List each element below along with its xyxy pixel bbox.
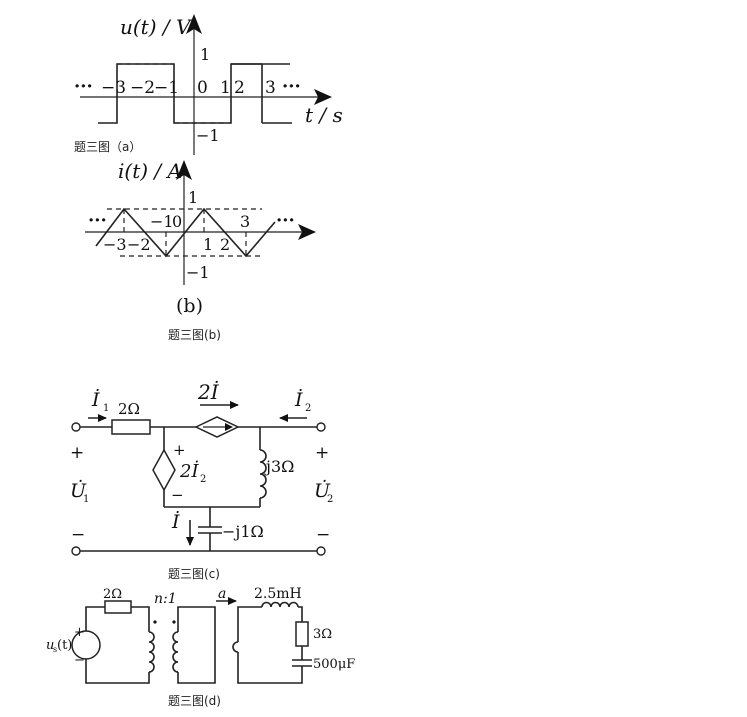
a-level-low: −1 <box>196 126 220 145</box>
d-voltage-source <box>71 630 101 660</box>
figure-d: 2Ω n:1 a 2.5mH 3Ω 500μF + − u s (t) 题三图(… <box>46 586 355 708</box>
c-plus-left: + <box>70 443 84 463</box>
c-ccvs-minus: − <box>171 486 184 504</box>
c-terminal-bottom-left <box>71 546 81 556</box>
d-source-plus: + <box>74 625 85 640</box>
d-label-source-arg: (t) <box>57 638 72 653</box>
d-dot-secondary <box>172 620 176 624</box>
d-dot-primary <box>153 620 157 624</box>
c-minus-left: − <box>71 525 85 545</box>
b-tick-2: 2 <box>220 235 230 254</box>
c-inductor <box>259 449 267 499</box>
a-tick-0: 0 <box>197 78 208 98</box>
a-tick-3: 3 <box>265 78 276 98</box>
d-label-inductor: 2.5mH <box>254 586 302 602</box>
c-label-i1: İ <box>91 388 100 411</box>
c-plus-right: + <box>315 443 329 463</box>
d-caption: 题三图(d) <box>168 694 221 708</box>
d-label-ratio: n:1 <box>154 591 177 607</box>
d-coupling-coil <box>232 641 239 653</box>
c-caption: 题三图(c) <box>168 567 220 581</box>
c-label-u1-sub: 1 <box>83 494 89 505</box>
d-resistor-2ohm <box>104 600 132 614</box>
b-tick-1: 1 <box>203 235 213 254</box>
d-primary-coil <box>148 631 155 673</box>
d-label-source: u <box>46 638 54 653</box>
b-tick-neg3: −3 <box>103 235 127 254</box>
b-tick-3: 3 <box>240 212 250 231</box>
d-wire-load-top-right <box>298 606 303 622</box>
d-inductor-2.5mh <box>261 601 299 608</box>
c-label-i1-sub: 1 <box>103 403 109 414</box>
c-label-inductor: j3Ω <box>264 457 294 476</box>
b-x-axis-arrow <box>298 224 316 240</box>
c-label-u1: U̇ <box>70 480 87 502</box>
c-ccvs-diamond <box>152 448 176 492</box>
c-label-u2-sub: 2 <box>327 494 333 505</box>
a-tick-1: 1 <box>220 78 231 98</box>
d-wire-load-bottom <box>237 652 303 684</box>
a-y-axis-arrow <box>186 14 202 34</box>
b-tick-0: 0 <box>172 212 182 231</box>
a-ellipsis-left: ··· <box>74 76 93 97</box>
figure-a: u(t) / V t / s ··· ··· −3 −2 −1 0 1 2 3 … <box>74 14 343 155</box>
b-tick-neg2: −2 <box>127 235 151 254</box>
a-tick-neg3: −3 <box>101 78 126 98</box>
d-label-a: a <box>218 586 226 602</box>
d-label-capacitor: 500μF <box>313 657 355 672</box>
d-label-resistor2: 3Ω <box>313 627 332 642</box>
c-label-ccvs-sub: 2 <box>200 474 206 485</box>
a-x-axis-arrow <box>314 89 332 105</box>
b-waveform <box>95 207 276 258</box>
b-level-low: −1 <box>186 263 210 282</box>
a-ellipsis-right: ··· <box>282 76 301 97</box>
b-sublabel: (b) <box>176 295 203 317</box>
a-tick-2: 2 <box>234 78 245 98</box>
d-secondary-coil <box>172 631 179 673</box>
c-label-i: İ <box>171 510 180 533</box>
c-label-u2: U̇ <box>314 480 331 502</box>
c-terminal-top-right <box>316 422 326 432</box>
d-label-source-sub: s <box>53 645 57 654</box>
d-source-minus: − <box>74 653 85 668</box>
a-tick-neg1: −1 <box>154 78 179 98</box>
c-terminal-top-left <box>71 422 81 432</box>
c-label-capacitor: −j1Ω <box>222 522 264 541</box>
b-y-label: i(t) / A <box>118 159 182 183</box>
a-y-label: u(t) / V <box>120 15 193 39</box>
d-resistor-3ohm <box>295 621 309 647</box>
c-ccs-inner-arrowhead <box>225 423 233 431</box>
c-label-ccvs: 2İ <box>179 459 199 482</box>
c-label-i2: İ <box>294 388 303 411</box>
d-label-resistor: 2Ω <box>103 587 122 602</box>
c-minus-right: − <box>316 525 330 545</box>
a-tick-neg2: −2 <box>130 78 155 98</box>
a-x-label: t / s <box>305 103 343 127</box>
c-ccvs-plus: + <box>173 441 186 459</box>
d-wire-load-top-left <box>237 606 262 642</box>
c-label-resistor: 2Ω <box>118 400 140 418</box>
b-caption: 题三图(b) <box>168 328 221 342</box>
b-ellipsis-right: ··· <box>276 210 295 231</box>
d-wire-primary-top <box>131 606 150 632</box>
figure-c: İ 1 2Ω 2İ İ 2 + − 2İ 2 j3Ω −j1Ω İ + − + … <box>70 380 333 581</box>
c-label-i2-sub: 2 <box>305 403 311 414</box>
d-wire-src-top <box>85 606 105 631</box>
a-caption: 题三图（a） <box>74 140 141 154</box>
b-ellipsis-left: ··· <box>88 210 107 231</box>
a-waveform <box>98 63 290 124</box>
b-tick-neg1: −1 <box>150 212 174 231</box>
a-level-high: 1 <box>200 45 210 64</box>
c-label-ccs: 2İ <box>197 380 220 404</box>
c-terminal-bottom-right <box>316 546 326 556</box>
figure-b: i(t) / A ··· ··· −3 −2 −1 0 1 2 3 1 −1 (… <box>85 159 316 342</box>
b-y-axis-arrow <box>176 160 192 180</box>
d-wire-secondary-loop <box>177 606 216 684</box>
d-wire-src-bottom <box>85 659 150 684</box>
b-level-high: 1 <box>188 188 198 207</box>
c-resistor-2ohm <box>111 419 151 435</box>
